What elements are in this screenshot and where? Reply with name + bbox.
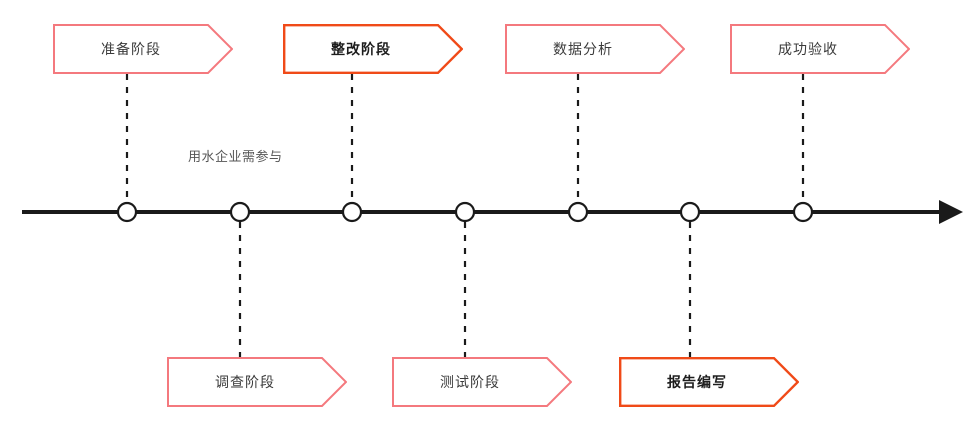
phase-banner-label: 准备阶段 [101,41,161,57]
phase-banner-label: 数据分析 [553,41,613,57]
timeline-node[interactable] [341,201,363,223]
banner-chevron-shape [619,357,799,407]
phase-banner-7[interactable]: 报告编写 [619,357,799,407]
banner-chevron-shape [505,24,685,74]
phase-banner-6[interactable]: 测试阶段 [392,357,572,407]
banner-chevron-shape [392,357,572,407]
phase-banner-label: 整改阶段 [331,41,391,57]
phase-banner-5[interactable]: 调查阶段 [167,357,347,407]
timeline-node[interactable] [567,201,589,223]
phase-banner-3[interactable]: 数据分析 [505,24,685,74]
timeline-node[interactable] [679,201,701,223]
banner-chevron-shape [283,24,463,74]
timeline-annotation-1: 用水企业需参与 [188,149,283,164]
timeline-node[interactable] [454,201,476,223]
phase-banner-label: 报告编写 [667,374,727,390]
phase-banner-label: 测试阶段 [440,374,500,390]
banner-chevron-shape [167,357,347,407]
phase-banner-label: 调查阶段 [215,374,275,390]
phase-banner-1[interactable]: 准备阶段 [53,24,233,74]
phase-banner-2[interactable]: 整改阶段 [283,24,463,74]
phase-banner-label: 成功验收 [778,41,838,57]
timeline-node[interactable] [116,201,138,223]
timeline-node[interactable] [229,201,251,223]
banner-chevron-shape [53,24,233,74]
banner-chevron-shape [730,24,910,74]
timeline-node-group [116,201,814,223]
timeline-node[interactable] [792,201,814,223]
connector-group [125,74,805,357]
phase-banner-4[interactable]: 成功验收 [730,24,910,74]
